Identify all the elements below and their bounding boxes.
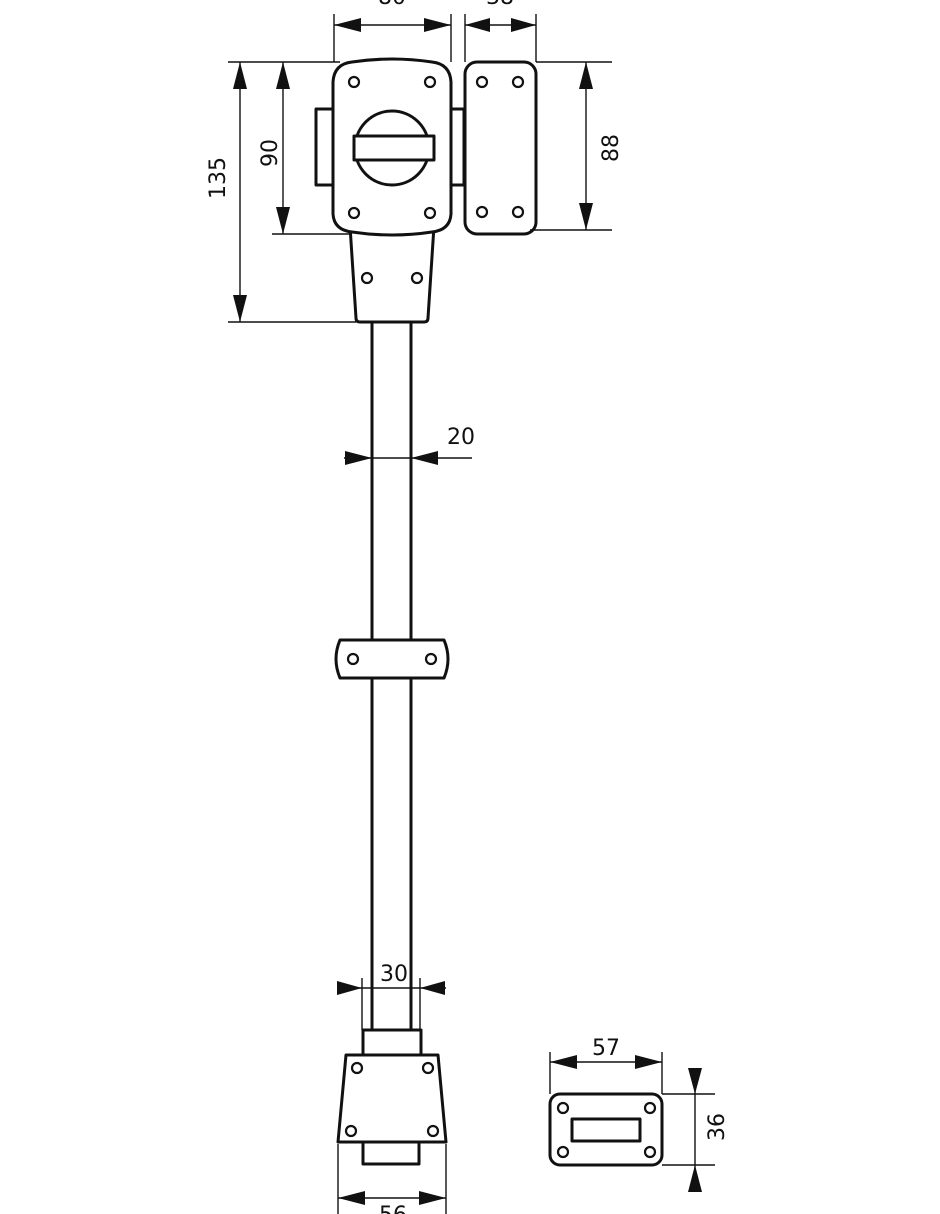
lock-cylinder-slot <box>352 134 436 162</box>
label-strike-plate-height: 36 <box>705 1113 730 1141</box>
screw-hole <box>360 271 374 285</box>
dimension-keeper-height: 88 <box>530 61 624 231</box>
label-keeper-height: 88 <box>599 134 624 162</box>
lower-guide-collar <box>361 1028 423 1058</box>
screw-hole <box>347 75 361 89</box>
dimension-lock-total-height: 135 <box>206 61 356 323</box>
screw-hole <box>346 652 360 666</box>
middle-guide <box>334 638 450 680</box>
screw-hole <box>426 1124 440 1138</box>
lower-guide-plate <box>336 1053 448 1144</box>
screw-hole <box>511 205 525 219</box>
screw-hole <box>556 1145 570 1159</box>
label-lower-guide-width: 56 <box>379 1203 407 1214</box>
middle-guide-bracket <box>334 638 450 680</box>
screw-hole <box>475 205 489 219</box>
dimension-lower-guide-inner-width: 30 <box>337 962 446 1030</box>
screw-hole <box>423 75 437 89</box>
lock-body <box>314 57 466 324</box>
dimension-lower-guide-width: 56 <box>337 1144 447 1214</box>
keeper <box>463 60 538 236</box>
strike-plate <box>548 1092 664 1167</box>
screw-hole <box>424 652 438 666</box>
label-keeper-width: 38 <box>486 0 514 10</box>
rod-end <box>361 1138 421 1166</box>
label-lower-guide-inner-width: 30 <box>380 962 408 987</box>
screw-hole <box>556 1101 570 1115</box>
screw-hole <box>511 75 525 89</box>
screw-hole <box>350 1061 364 1075</box>
screw-hole <box>423 206 437 220</box>
lock-neck <box>348 224 436 324</box>
label-lock-width: 80 <box>378 0 406 10</box>
dimension-lock-width: 80 <box>333 0 452 62</box>
dimension-strike-plate-height: 36 <box>662 1068 730 1192</box>
screw-hole <box>344 1124 358 1138</box>
strike-plate-slot <box>570 1117 642 1143</box>
screw-hole <box>421 1061 435 1075</box>
dimension-keeper-width: 38 <box>464 0 537 62</box>
dimension-rod-width: 20 <box>344 425 475 465</box>
screw-hole <box>643 1145 657 1159</box>
keeper-plate <box>463 60 538 236</box>
dimension-strike-plate-width: 57 <box>549 1036 663 1094</box>
screw-hole <box>347 206 361 220</box>
lower-guide <box>336 1028 448 1166</box>
screw-hole <box>643 1101 657 1115</box>
label-strike-plate-width: 57 <box>592 1036 620 1061</box>
label-lock-case-height: 90 <box>258 139 283 167</box>
dimension-lock-case-height: 90 <box>258 62 350 235</box>
screw-hole <box>475 75 489 89</box>
screw-hole <box>410 271 424 285</box>
label-lock-total-height: 135 <box>206 157 231 199</box>
label-rod-width: 20 <box>447 425 475 450</box>
